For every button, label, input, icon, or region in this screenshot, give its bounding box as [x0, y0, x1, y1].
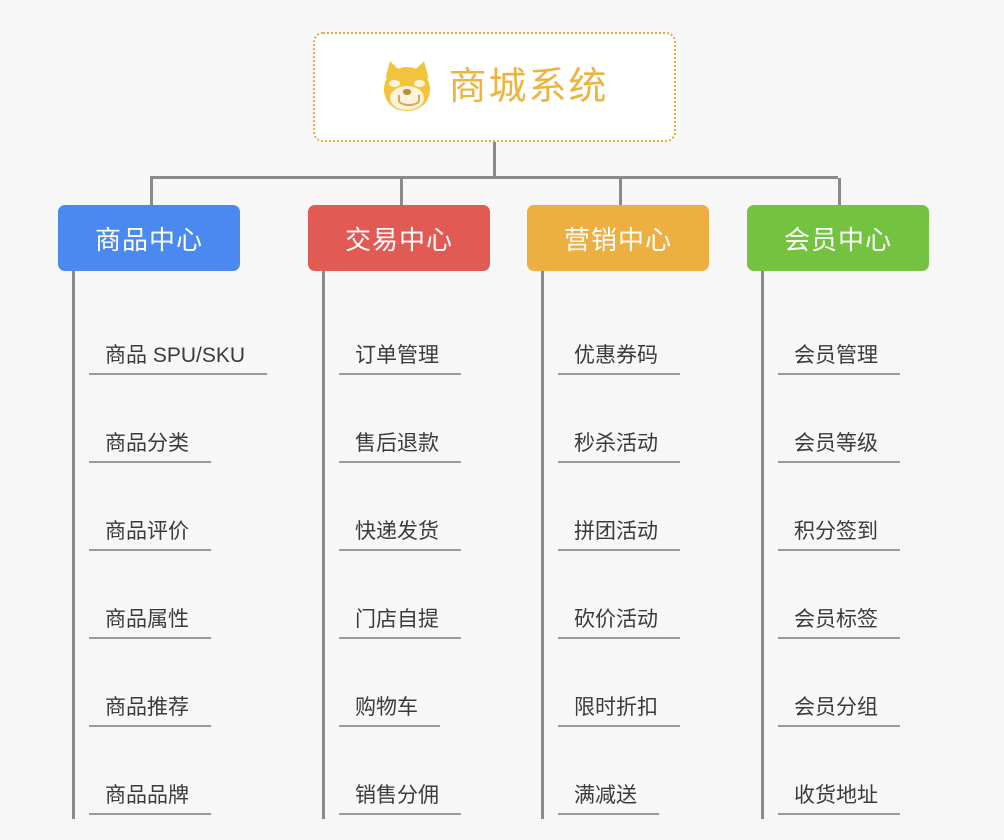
- category-header-1[interactable]: 交易中心: [308, 205, 490, 271]
- category-header-0[interactable]: 商品中心: [58, 205, 240, 271]
- leaf-label: 秒杀活动: [558, 432, 680, 463]
- leaf-label: 会员管理: [778, 344, 900, 375]
- leaf-label: 商品评价: [89, 520, 211, 551]
- leaf-label: 订单管理: [339, 344, 461, 375]
- root-title: 商城系统: [448, 66, 609, 108]
- list-item[interactable]: 商品推荐: [75, 643, 240, 731]
- list-item[interactable]: 优惠券码: [544, 291, 709, 379]
- leaf-label: 砍价活动: [558, 608, 680, 639]
- leaf-label: 商品推荐: [89, 696, 211, 727]
- connector-stem: [493, 142, 496, 178]
- list-item[interactable]: 会员分组: [764, 643, 929, 731]
- list-item[interactable]: 订单管理: [325, 291, 490, 379]
- list-item[interactable]: 收货地址: [764, 731, 929, 819]
- list-item[interactable]: 会员等级: [764, 379, 929, 467]
- leaf-label: 快递发货: [339, 520, 461, 551]
- leaf-label: 会员标签: [778, 608, 900, 639]
- list-item[interactable]: 商品评价: [75, 467, 240, 555]
- leaf-list-1: 订单管理 售后退款 快递发货 门店自提 购物车 销售分佣: [322, 271, 490, 819]
- leaf-list-0: 商品 SPU/SKU 商品分类 商品评价 商品属性 商品推荐 商品品牌: [72, 271, 268, 819]
- category-header-2[interactable]: 营销中心: [527, 205, 709, 271]
- category-label-2: 营销中心: [563, 224, 672, 255]
- list-item[interactable]: 商品 SPU/SKU: [75, 291, 268, 379]
- leaf-label: 收货地址: [778, 784, 900, 815]
- leaf-label: 商品品牌: [89, 784, 211, 815]
- category-label-1: 交易中心: [344, 224, 453, 255]
- leaf-label: 商品属性: [89, 608, 211, 639]
- category-label-0: 商品中心: [94, 224, 203, 255]
- leaf-label: 积分签到: [778, 520, 900, 551]
- connector-drop-1: [400, 178, 403, 209]
- leaf-label: 会员分组: [778, 696, 900, 727]
- list-item[interactable]: 秒杀活动: [544, 379, 709, 467]
- list-item[interactable]: 销售分佣: [325, 731, 490, 819]
- branch-column-2: 营销中心 优惠券码 秒杀活动 拼团活动 砍价活动 限时折扣 满减送: [527, 205, 709, 819]
- leaf-label: 会员等级: [778, 432, 900, 463]
- list-item[interactable]: 售后退款: [325, 379, 490, 467]
- leaf-list-2: 优惠券码 秒杀活动 拼团活动 砍价活动 限时折扣 满减送: [541, 271, 709, 819]
- branch-column-1: 交易中心 订单管理 售后退款 快递发货 门店自提 购物车 销售分佣: [308, 205, 490, 819]
- list-item[interactable]: 门店自提: [325, 555, 490, 643]
- leaf-label: 购物车: [339, 696, 440, 727]
- leaf-list-3: 会员管理 会员等级 积分签到 会员标签 会员分组 收货地址: [761, 271, 929, 819]
- list-item[interactable]: 商品品牌: [75, 731, 240, 819]
- leaf-label: 优惠券码: [558, 344, 680, 375]
- list-item[interactable]: 积分签到: [764, 467, 929, 555]
- leaf-label: 拼团活动: [558, 520, 680, 551]
- branch-column-0: 商品中心 商品 SPU/SKU 商品分类 商品评价 商品属性 商品推荐 商品品牌: [58, 205, 268, 819]
- list-item[interactable]: 砍价活动: [544, 555, 709, 643]
- list-item[interactable]: 会员标签: [764, 555, 929, 643]
- list-item[interactable]: 快递发货: [325, 467, 490, 555]
- list-item[interactable]: 商品分类: [75, 379, 240, 467]
- list-item[interactable]: 购物车: [325, 643, 490, 731]
- branch-column-3: 会员中心 会员管理 会员等级 积分签到 会员标签 会员分组 收货地址: [747, 205, 929, 819]
- leaf-label: 商品分类: [89, 432, 211, 463]
- category-label-3: 会员中心: [783, 224, 892, 255]
- leaf-label: 售后退款: [339, 432, 461, 463]
- connector-drop-3: [838, 178, 841, 209]
- list-item[interactable]: 拼团活动: [544, 467, 709, 555]
- category-header-3[interactable]: 会员中心: [747, 205, 929, 271]
- leaf-label: 销售分佣: [339, 784, 461, 815]
- connector-drop-2: [619, 178, 622, 209]
- list-item[interactable]: 会员管理: [764, 291, 929, 379]
- leaf-label: 商品 SPU/SKU: [89, 344, 268, 375]
- list-item[interactable]: 满减送: [544, 731, 709, 819]
- list-item[interactable]: 限时折扣: [544, 643, 709, 731]
- leaf-label: 门店自提: [339, 608, 461, 639]
- shiba-dog-face-icon: [380, 58, 434, 114]
- root-node[interactable]: 商城系统: [313, 32, 676, 142]
- list-item[interactable]: 商品属性: [75, 555, 240, 643]
- leaf-label: 满减送: [558, 784, 659, 815]
- leaf-label: 限时折扣: [558, 696, 680, 727]
- connector-bar: [150, 176, 838, 179]
- connector-drop-0: [150, 178, 153, 209]
